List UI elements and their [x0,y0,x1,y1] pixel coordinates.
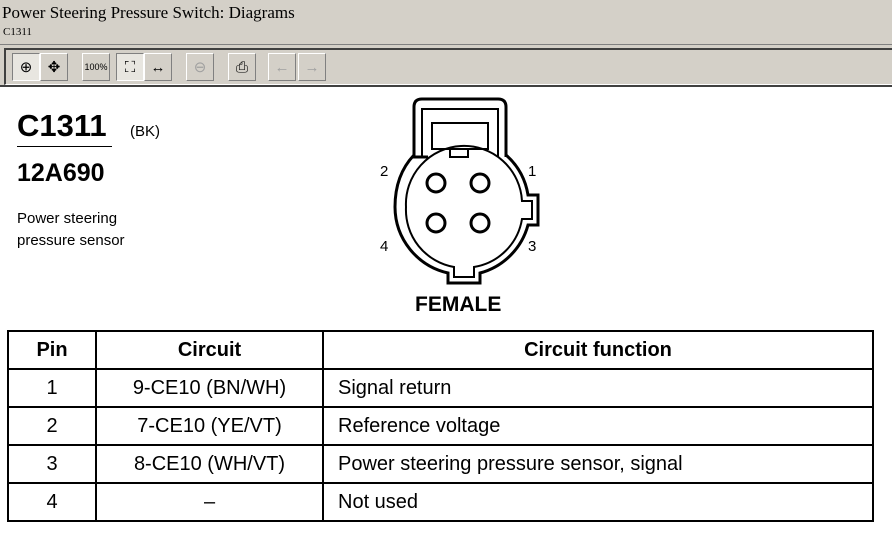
zoom-fit-button[interactable]: ⛶ [116,53,144,81]
connector-color: (BK) [130,123,160,140]
title-bar: Power Steering Pressure Switch: Diagrams… [0,0,892,45]
window-subtitle: C1311 [3,26,32,38]
function-cell: Signal return [322,368,874,408]
print-button[interactable]: ⎙ [228,53,256,81]
circuit-cell: – [95,482,324,522]
header-pin: Pin [7,330,97,370]
description-line: Power steering [17,210,118,227]
previous-button[interactable]: ← [268,53,296,81]
pin-label: 2 [380,163,389,180]
zoom-out-button[interactable]: ⊖ [186,53,214,81]
description-line: pressure sensor [17,232,125,249]
connector-outline [393,97,540,285]
toolbar: ⊕✥ 100%⛶↔ ⊖ ⎙ ←→ [0,45,892,85]
zoom-100-button[interactable]: 100% [82,53,110,81]
header-function: Circuit function [322,330,874,370]
zoom-in-button[interactable]: ⊕ [12,53,40,81]
pin-cell: 2 [7,406,97,446]
pin-label: 1 [528,163,537,180]
function-cell: Reference voltage [322,406,874,446]
circuit-cell: 7-CE10 (YE/VT) [95,406,324,446]
pan-button[interactable]: ✥ [40,53,68,81]
pin-cell: 1 [7,368,97,408]
pin-cell: 4 [7,482,97,522]
circuit-cell: 9-CE10 (BN/WH) [95,368,324,408]
pin-4-cavity [425,212,447,234]
table-row: 4–Not used [7,482,874,522]
pin-1-cavity [469,172,491,194]
pin-cell: 3 [7,444,97,484]
function-cell: Not used [322,482,874,522]
connector-face-diagram [393,97,540,285]
circuit-cell: 8-CE10 (WH/VT) [95,444,324,484]
part-number: 12A690 [17,159,105,187]
header-circuit: Circuit [95,330,324,370]
diagram-content [0,85,892,548]
window-title: Power Steering Pressure Switch: Diagrams [2,3,295,22]
table-header-row: Pin Circuit Circuit function [7,330,874,370]
divider [17,146,112,147]
connector-id: C1311 [17,108,107,143]
gender-label: FEMALE [415,293,502,316]
pin-label: 3 [528,238,537,255]
next-button[interactable]: → [298,53,326,81]
pin-label: 4 [380,238,389,255]
zoom-width-button[interactable]: ↔ [144,53,172,81]
pin-2-cavity [425,172,447,194]
pin-3-cavity [469,212,491,234]
connector-description: Power steering pressure sensor [17,208,125,252]
function-cell: Power steering pressure sensor, signal [322,444,874,484]
